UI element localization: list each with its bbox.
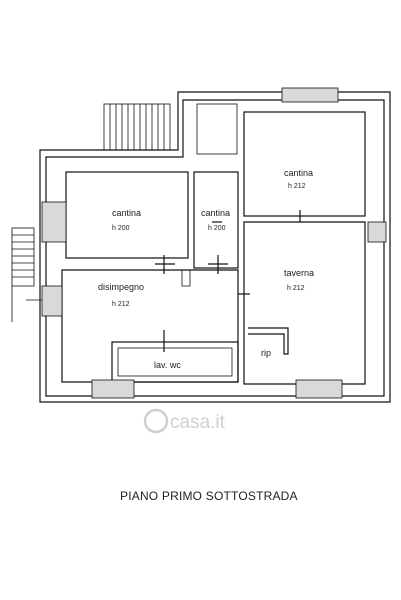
window-top-right <box>281 87 339 103</box>
cantina-left-label: cantina <box>112 208 141 218</box>
cantina-mid-label: cantina <box>201 208 230 218</box>
taverna-height: h 212 <box>287 285 305 292</box>
window-left-cantina <box>41 201 67 243</box>
cantina-left-height: h 200 <box>112 225 130 232</box>
lav-wc-label: lav. wc <box>154 360 181 370</box>
room-cantina-mid <box>193 171 239 269</box>
taverna-label: taverna <box>284 268 314 278</box>
room-lav-wc-inner <box>117 347 233 377</box>
rip-label: rip <box>261 348 271 358</box>
window-bottom-right <box>295 379 343 399</box>
room-disimpegno <box>61 269 239 383</box>
shaft-box <box>196 103 238 155</box>
disimpegno-height: h 212 <box>112 301 130 308</box>
window-bottom-left <box>91 379 135 399</box>
watermark-text: casa.it <box>170 412 226 433</box>
room-rip <box>248 327 289 355</box>
window-right-taverna <box>367 221 387 243</box>
cantina-right-height: h 212 <box>288 183 306 190</box>
exterior-stair-top <box>103 103 171 151</box>
door-marks <box>155 210 301 352</box>
disimpegno-label: disimpegno <box>98 282 144 292</box>
exterior-wall-inner <box>45 99 385 397</box>
watermark-logo-icon <box>143 408 169 434</box>
cantina-right-label: cantina <box>284 168 313 178</box>
room-taverna <box>243 221 366 385</box>
watermark: casa.it <box>143 408 226 434</box>
cantina-mid-height: h 200 <box>208 225 226 232</box>
exterior-wall-outer <box>39 91 391 403</box>
room-lav-wc <box>111 341 239 383</box>
plan-caption: PIANO PRIMO SOTTOSTRADA <box>120 489 298 503</box>
room-cantina-right <box>243 111 366 217</box>
window-left-disimpegno <box>41 285 63 317</box>
partition-post <box>181 269 191 287</box>
